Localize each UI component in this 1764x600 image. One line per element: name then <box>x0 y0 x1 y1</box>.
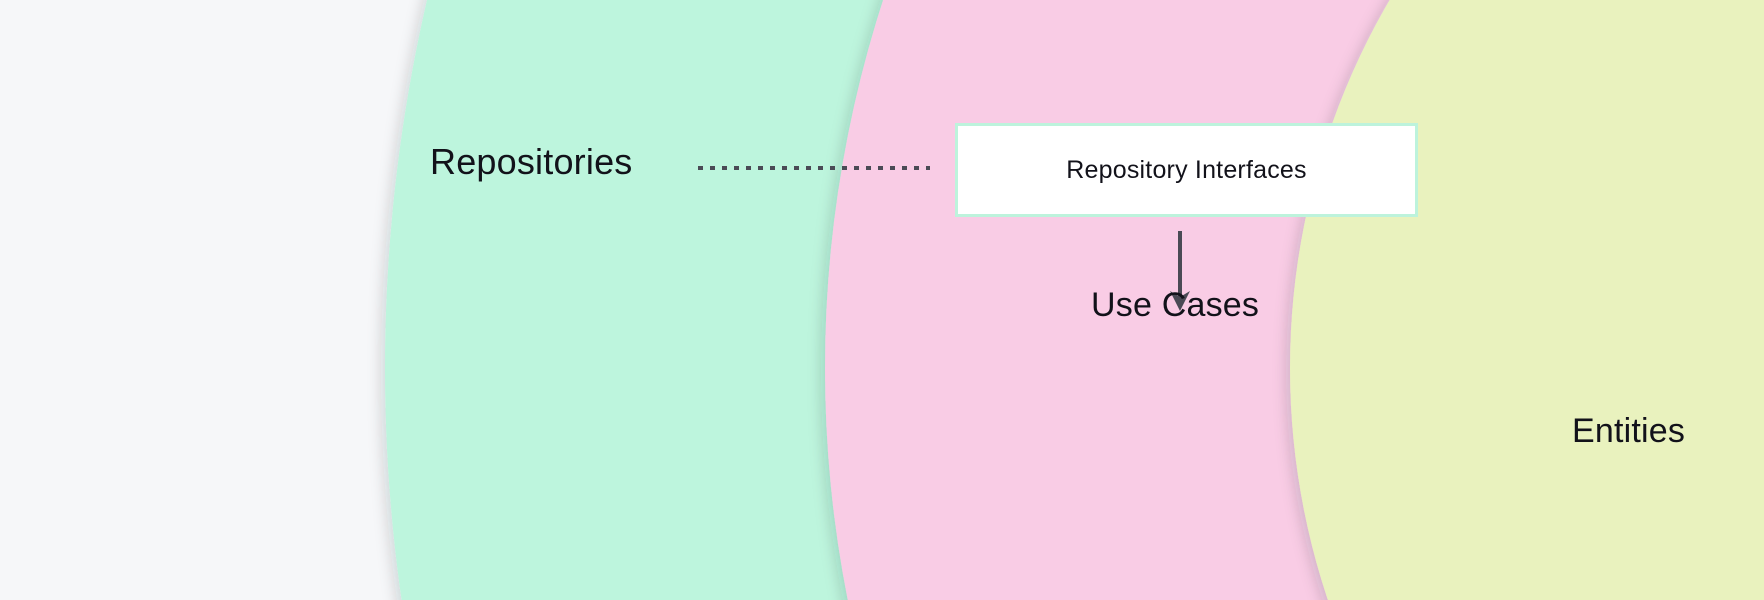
ring-label-repositories: Repositories <box>430 141 633 182</box>
ring-label-use-cases: Use Cases <box>1091 286 1260 324</box>
repository-interfaces-box[interactable]: Repository Interfaces <box>955 123 1418 217</box>
ring-entities-shape <box>1290 0 1764 600</box>
arrow-head-icon <box>1170 291 1190 311</box>
repository-interfaces-label: Repository Interfaces <box>1066 155 1307 184</box>
ring-label-entities: Entities <box>1572 412 1686 450</box>
